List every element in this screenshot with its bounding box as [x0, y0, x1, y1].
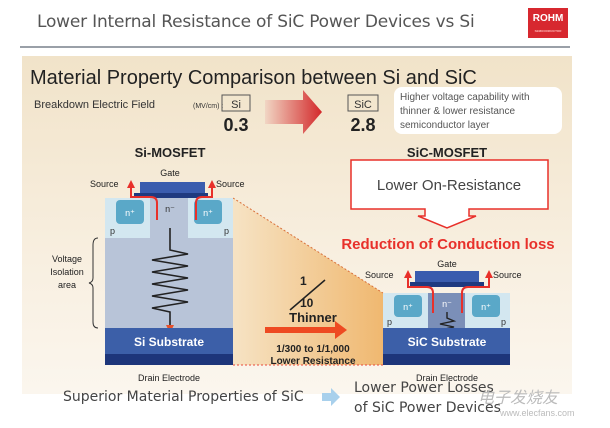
thickness-comparison-band [233, 198, 383, 365]
fraction-numerator: 1 [300, 274, 307, 288]
source-label: Source [216, 179, 245, 189]
sic-n-plus [394, 295, 422, 317]
isolation-label: Isolation [50, 267, 84, 277]
si-value: 0.3 [223, 115, 248, 135]
sic-mosfet-title: SiC-MOSFET [407, 145, 487, 160]
si-gate [140, 182, 205, 194]
note-box [394, 87, 562, 134]
callout-result: Reduction of Conduction loss [341, 236, 554, 253]
si-n-plus [116, 200, 144, 224]
resistance-label: Lower Resistance [270, 356, 355, 367]
comparison-arrow-icon [265, 90, 322, 134]
si-mosfet-title: Si-MOSFET [135, 145, 206, 160]
n-plus-label: n⁺ [403, 302, 413, 312]
resistor-symbol [151, 228, 189, 330]
isolation-label: Voltage [52, 254, 82, 264]
fraction-denominator: 10 [300, 296, 314, 310]
sic-label: SiC [354, 99, 372, 111]
n-plus-label: n⁺ [481, 302, 491, 312]
sic-substrate-label: SiC Substrate [408, 335, 487, 349]
si-n-plus [194, 200, 222, 224]
sic-drain-label: Drain Electrode [416, 373, 478, 383]
si-gate-oxide [134, 193, 208, 198]
sic-gate [415, 271, 479, 283]
n-plus-label: n⁺ [203, 208, 213, 218]
si-drain [105, 354, 233, 365]
watermark-url: www.elecfans.com [500, 408, 575, 418]
source-label: Source [493, 270, 522, 280]
footer-right-line: of SiC Power Devices [354, 400, 501, 416]
brace [88, 237, 99, 329]
resistance-label: 1/300 to 1/1,000 [276, 344, 350, 355]
callout-box [350, 159, 549, 229]
arrow-right-icon [322, 388, 340, 406]
logo-tagline: SEMICONDUCTOR [534, 29, 562, 33]
p-label: p [110, 226, 115, 236]
si-drain-label: Drain Electrode [138, 373, 200, 383]
source-label: Source [90, 179, 119, 189]
arrow-up-icon [485, 270, 493, 278]
p-label: p [224, 226, 229, 236]
si-substrate-label: Si Substrate [134, 335, 204, 349]
fraction-slash [289, 279, 326, 311]
current-path [407, 276, 490, 313]
note-line: semiconductor layer [400, 120, 490, 131]
note-line: thinner & lower resistance [400, 106, 515, 117]
source-label: Source [365, 270, 394, 280]
field-unit: (MV/cm) : [193, 103, 223, 110]
field-label: Breakdown Electric Field [34, 99, 155, 111]
si-box [221, 94, 251, 112]
sic-gate-label: Gate [437, 259, 457, 269]
title-divider [20, 46, 570, 48]
callout-text: Lower On-Resistance [377, 177, 521, 194]
watermark-cn: 电子发烧友 [478, 390, 559, 407]
comparison-heading: Material Property Comparison between Si … [30, 67, 477, 89]
sic-gate-oxide [410, 282, 484, 287]
isolation-label: area [58, 280, 76, 290]
sic-drain [383, 354, 510, 365]
n-minus-label: n⁻ [442, 299, 452, 309]
current-path [130, 186, 213, 220]
sic-substrate [383, 328, 510, 354]
arrow-up-icon [208, 180, 216, 188]
rohm-logo: ROHM SEMICONDUCTOR [528, 8, 568, 38]
arrow-right-icon [265, 321, 347, 339]
slide-title: Lower Internal Resistance of SiC Power D… [37, 12, 475, 32]
footer-right-line: Lower Power Losses [354, 380, 494, 396]
n-minus-label: n⁻ [165, 204, 175, 214]
n-plus-label: n⁺ [125, 208, 135, 218]
si-gate-label: Gate [160, 168, 180, 178]
p-label: p [501, 317, 506, 327]
si-substrate [105, 328, 233, 354]
sic-box [347, 94, 379, 112]
thinner-label: Thinner [289, 310, 337, 325]
si-label: Si [231, 99, 241, 111]
p-label: p [387, 317, 392, 327]
note-line: Higher voltage capability with [400, 92, 530, 103]
dotted-guide [232, 197, 384, 294]
sic-value: 2.8 [350, 115, 375, 135]
logo-text: ROHM [532, 13, 564, 24]
footer-right-text: Lower Power Losses of SiC Power Devices [354, 378, 501, 418]
sic-n-plus [472, 295, 500, 317]
footer-left-text: Superior Material Properties of SiC [63, 389, 304, 405]
arrow-up-icon [127, 180, 135, 188]
arrow-up-icon [404, 270, 412, 278]
